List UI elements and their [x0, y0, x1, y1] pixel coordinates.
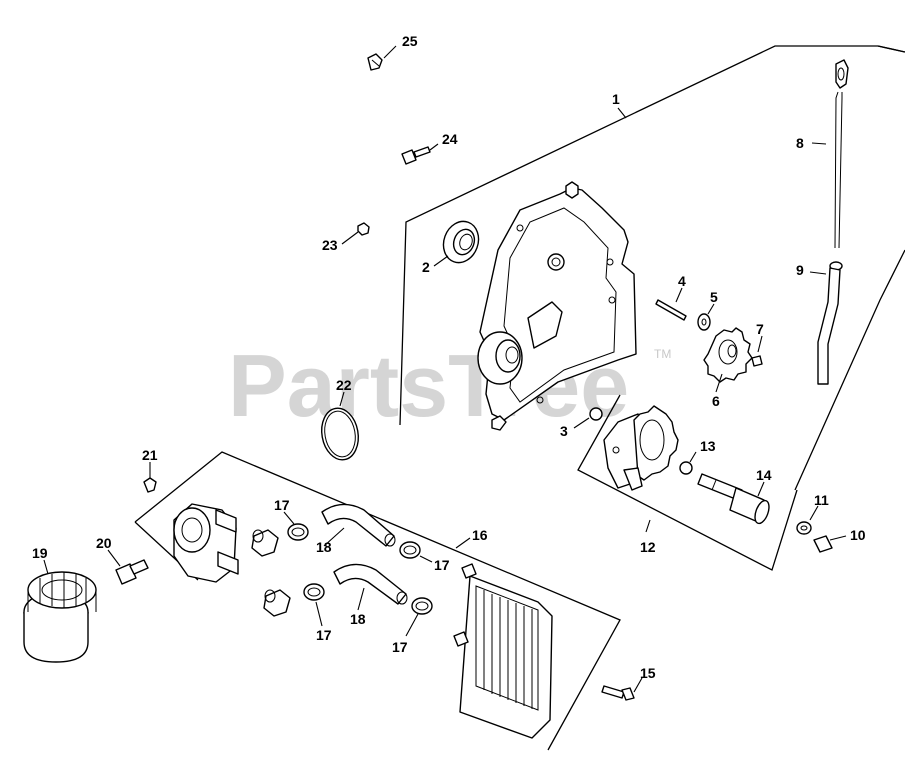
part-17-fitting-upper [251, 529, 279, 557]
callout-25: 25 [402, 33, 418, 49]
part-12-oil-pump [603, 405, 679, 491]
callout-23: 23 [322, 237, 338, 253]
part-17-clamp-upper [287, 523, 309, 541]
callout-24: 24 [442, 131, 458, 147]
part-5-washer [697, 313, 711, 331]
watermark-tm: TM [654, 347, 671, 361]
callout-9: 9 [796, 262, 804, 278]
callout-6: 6 [712, 393, 720, 409]
part-22-o-ring [321, 407, 359, 461]
assembly-1-frame [399, 45, 905, 491]
part-11-washer [796, 521, 812, 535]
part-17-clamp-lower [303, 583, 325, 601]
part-9-dipstick-tube [817, 261, 843, 385]
callout-21: 21 [142, 447, 158, 463]
part-24-bolt [401, 146, 431, 165]
part-3-o-ring [589, 407, 603, 421]
part-13-o-ring [679, 461, 693, 475]
callout-17-right: 17 [434, 557, 450, 573]
callout-16: 16 [472, 527, 488, 543]
part-14-relief-valve [697, 473, 770, 525]
callout-17-bottom: 17 [392, 639, 408, 655]
part-10-plug [813, 535, 833, 553]
callout-4: 4 [678, 273, 686, 289]
callout-3: 3 [560, 423, 568, 439]
part-1-closure-plate [477, 181, 637, 431]
callout-18-upper: 18 [316, 539, 332, 555]
part-4-pin [655, 299, 687, 321]
callout-22: 22 [336, 377, 352, 393]
callout-19: 19 [32, 545, 48, 561]
part-17-clamp-right [399, 541, 421, 559]
part-18-hose-lower [333, 563, 408, 605]
part-17-clamp-bottom [411, 597, 433, 615]
callout-1: 1 [612, 91, 620, 107]
assembly-12-frame [577, 394, 798, 571]
callout-8: 8 [796, 135, 804, 151]
part-16-adapter [173, 503, 239, 583]
callout-17-lower: 17 [316, 627, 332, 643]
callout-13: 13 [700, 438, 716, 454]
callout-18-lower: 18 [350, 611, 366, 627]
callout-20: 20 [96, 535, 112, 551]
callout-11: 11 [814, 492, 829, 508]
callout-15: 15 [640, 665, 656, 681]
part-18-hose-upper [321, 503, 396, 547]
part-2-oil-seal [442, 220, 480, 264]
part-16-oil-cooler [453, 563, 553, 739]
callout-7: 7 [756, 321, 764, 337]
callout-12: 12 [640, 539, 656, 555]
part-7-shaft [751, 355, 763, 367]
callout-5: 5 [710, 289, 718, 305]
part-21-clip [143, 477, 157, 493]
callout-10: 10 [850, 527, 866, 543]
part-8-dipstick [834, 59, 849, 249]
part-25-screw [367, 53, 383, 71]
callout-14: 14 [756, 467, 772, 483]
part-23-fitting [357, 222, 370, 236]
callout-2: 2 [422, 259, 430, 275]
part-17-fitting-lower [263, 589, 291, 617]
callout-17-upper: 17 [274, 497, 290, 513]
part-20-nipple [115, 559, 149, 585]
part-6-gear [703, 327, 753, 383]
part-15-bolt [601, 685, 635, 701]
part-19-oil-filter [23, 571, 97, 663]
